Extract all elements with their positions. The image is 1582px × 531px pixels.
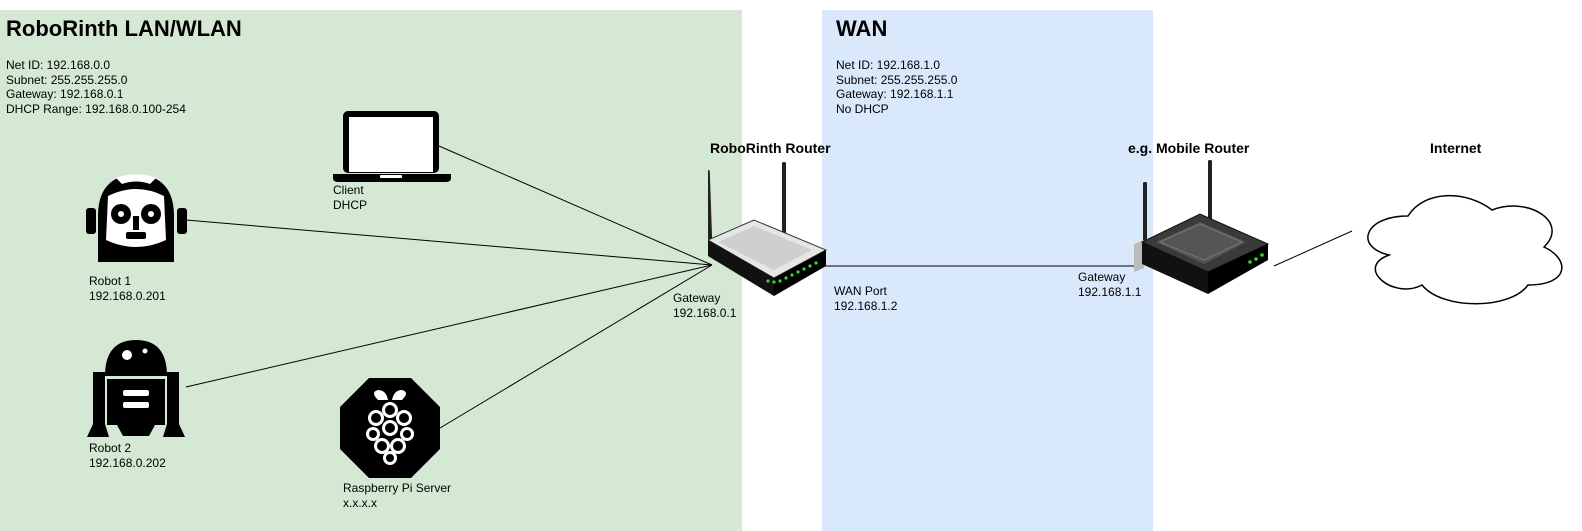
roborinth-gateway-caption: Gateway bbox=[673, 291, 721, 305]
lan-title: RoboRinth LAN/WLAN bbox=[6, 16, 242, 41]
lan-net-id: Net ID: 192.168.0.0 bbox=[6, 58, 111, 72]
wan-net-id: Net ID: 192.168.1.0 bbox=[836, 58, 941, 72]
raspi-label: Raspberry Pi Server x.x.x.x bbox=[343, 481, 451, 511]
cloud-icon bbox=[1367, 194, 1563, 305]
mobile-router-title: e.g. Mobile Router bbox=[1128, 140, 1250, 156]
raspberry-pi-icon bbox=[340, 378, 440, 478]
robot-r2d2-icon bbox=[87, 340, 185, 437]
wire-robot2-router bbox=[185, 264, 713, 388]
raspi-name: Raspberry Pi Server bbox=[343, 481, 452, 495]
wire-robot1-router bbox=[185, 219, 713, 266]
roborinth-router-title: RoboRinth Router bbox=[710, 140, 831, 156]
laptop-icon bbox=[333, 111, 451, 182]
client-name: Client bbox=[333, 183, 364, 197]
client-label: Client DHCP bbox=[333, 183, 367, 213]
lan-subnet: Subnet: 255.255.255.0 bbox=[6, 72, 128, 87]
wan-subnet: Subnet: 255.255.255.0 bbox=[836, 72, 958, 87]
raspi-ip: x.x.x.x bbox=[343, 496, 378, 510]
wan-port-ip: 192.168.1.2 bbox=[834, 299, 898, 313]
wan-port-caption: WAN Port bbox=[834, 284, 887, 298]
robot1-label: Robot 1 192.168.0.201 bbox=[89, 274, 166, 304]
robot1-name: Robot 1 bbox=[89, 274, 132, 288]
lan-net-info: Net ID: 192.168.0.0 Subnet: 255.255.255.… bbox=[6, 58, 186, 116]
wan-no-dhcp: No DHCP bbox=[836, 101, 889, 116]
robot2-name: Robot 2 bbox=[89, 441, 132, 455]
wan-port-label: WAN Port 192.168.1.2 bbox=[834, 284, 897, 314]
router-icon bbox=[708, 162, 828, 296]
wan-net-info: Net ID: 192.168.1.0 Subnet: 255.255.255.… bbox=[836, 58, 957, 116]
robot1-ip: 192.168.0.201 bbox=[89, 289, 166, 303]
robot2-label: Robot 2 192.168.0.202 bbox=[89, 441, 166, 471]
wire-raspi-router bbox=[439, 264, 713, 429]
wire-mobile-internet bbox=[1273, 230, 1353, 267]
mobile-gateway-label: Gateway 192.168.1.1 bbox=[1078, 270, 1141, 300]
mobile-gateway-caption: Gateway bbox=[1078, 270, 1126, 284]
wire-client-router bbox=[438, 145, 713, 266]
lan-gateway: Gateway: 192.168.0.1 bbox=[6, 87, 124, 101]
robot2-ip: 192.168.0.202 bbox=[89, 456, 166, 470]
roborinth-gateway-label: Gateway 192.168.0.1 bbox=[673, 291, 736, 321]
router-icon bbox=[1134, 160, 1270, 294]
internet-title: Internet bbox=[1430, 140, 1482, 156]
robot-c3po-icon bbox=[86, 174, 187, 262]
wan-gateway: Gateway: 192.168.1.1 bbox=[836, 87, 954, 101]
roborinth-gateway-ip: 192.168.0.1 bbox=[673, 306, 737, 320]
lan-dhcp-range: DHCP Range: 192.168.0.100-254 bbox=[6, 101, 186, 116]
wan-zone bbox=[822, 10, 1153, 531]
wan-title: WAN bbox=[836, 16, 888, 41]
mobile-gateway-ip: 192.168.1.1 bbox=[1078, 285, 1142, 299]
client-addressing: DHCP bbox=[333, 198, 368, 212]
